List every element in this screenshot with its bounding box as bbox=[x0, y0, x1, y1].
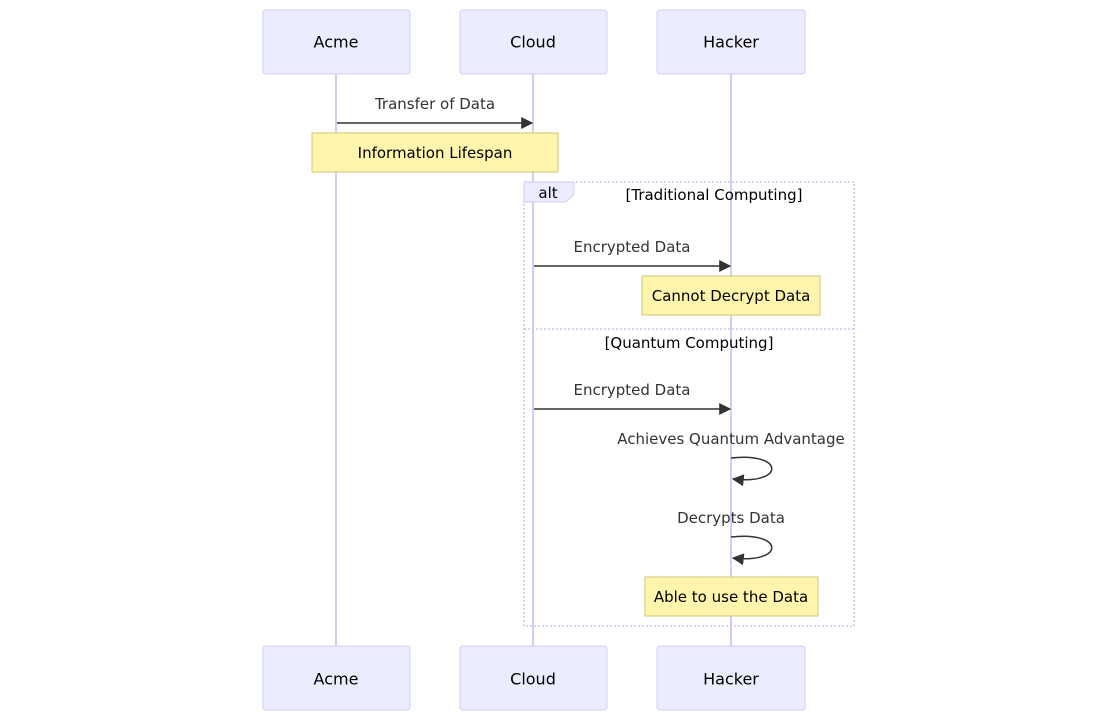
alt-tag bbox=[523, 181, 575, 203]
actor-box bbox=[656, 645, 806, 711]
message-transfer-of-data: Transfer of Data bbox=[337, 95, 534, 129]
note-label: Information Lifespan bbox=[358, 144, 513, 162]
actor-label: Cloud bbox=[510, 33, 556, 52]
note-label: Able to use the Data bbox=[654, 588, 808, 606]
actor-cloud-top: Cloud bbox=[459, 9, 608, 75]
actor-hacker-bottom: Hacker bbox=[656, 645, 806, 711]
alt-fragment: alt [Traditional Computing] [Quantum Com… bbox=[523, 181, 855, 627]
note-box bbox=[644, 576, 819, 617]
alt-condition-traditional: [Traditional Computing] bbox=[626, 186, 803, 204]
message-label: Encrypted Data bbox=[573, 238, 690, 256]
note-label: Cannot Decrypt Data bbox=[652, 287, 811, 305]
actor-cloud-bottom: Cloud bbox=[459, 645, 608, 711]
alt-tag-label: alt bbox=[538, 184, 557, 202]
self-loop-arrow bbox=[730, 456, 773, 487]
actor-acme-bottom: Acme bbox=[262, 645, 411, 711]
actor-box bbox=[459, 645, 608, 711]
note-able-to-use-the-data: Able to use the Data bbox=[644, 576, 819, 617]
actor-box bbox=[656, 9, 806, 75]
message-encrypted-data-traditional: Encrypted Data bbox=[534, 238, 732, 272]
actor-label: Acme bbox=[314, 670, 359, 689]
note-box bbox=[641, 275, 821, 316]
alt-condition-quantum: [Quantum Computing] bbox=[605, 334, 774, 352]
actor-hacker-top: Hacker bbox=[656, 9, 806, 75]
actor-label: Hacker bbox=[703, 670, 759, 689]
alt-frame bbox=[523, 181, 855, 627]
message-label: Decrypts Data bbox=[677, 509, 785, 527]
message-decrypts-data: Decrypts Data bbox=[677, 509, 785, 566]
message-label: Encrypted Data bbox=[573, 381, 690, 399]
actor-label: Hacker bbox=[703, 33, 759, 52]
message-achieves-quantum-advantage: Achieves Quantum Advantage bbox=[617, 430, 845, 487]
message-label: Achieves Quantum Advantage bbox=[617, 430, 845, 448]
actor-label: Acme bbox=[314, 33, 359, 52]
self-loop-arrow bbox=[730, 535, 773, 566]
note-box bbox=[311, 132, 559, 173]
note-information-lifespan: Information Lifespan bbox=[311, 132, 559, 173]
actor-box bbox=[459, 9, 608, 75]
note-cannot-decrypt-data: Cannot Decrypt Data bbox=[641, 275, 821, 316]
message-label: Transfer of Data bbox=[374, 95, 495, 113]
actor-box bbox=[262, 9, 411, 75]
actor-label: Cloud bbox=[510, 670, 556, 689]
actor-box bbox=[262, 645, 411, 711]
message-encrypted-data-quantum: Encrypted Data bbox=[534, 381, 732, 415]
actor-acme-top: Acme bbox=[262, 9, 411, 75]
